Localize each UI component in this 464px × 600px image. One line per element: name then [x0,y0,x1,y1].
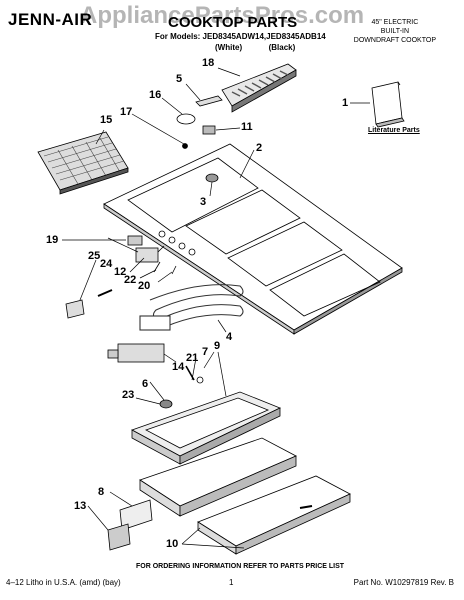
callout-9: 9 [214,340,221,352]
color-variants: (White) (Black) [215,43,295,52]
callout-24: 24 [100,258,113,270]
callout-8: 8 [98,486,105,498]
callout-7: 7 [202,346,209,358]
page-title: COOKTOP PARTS [168,14,298,31]
callout-15: 15 [100,114,113,126]
page-number: 1 [229,578,234,587]
callout-21: 21 [186,352,199,364]
part-number: Part No. W10297819 Rev. B [353,578,454,587]
callout-2: 2 [256,142,263,154]
variant-white: (White) [215,43,243,52]
variant-black: (Black) [268,43,296,52]
vent-grille-drawing [221,63,297,113]
brand-logo: JENN-AIR [8,10,93,29]
callout-5: 5 [176,73,183,85]
callout-23: 23 [122,389,135,401]
drip-pan-drawing [131,391,281,465]
callout-13: 13 [74,500,87,512]
callout-14: 14 [172,361,185,373]
product-line-2: BUILT-IN [380,28,410,35]
product-description: 45" ELECTRIC BUILT-IN DOWNDRAFT COOKTOP [354,18,436,45]
callout-6: 6 [142,378,149,390]
callout-18: 18 [202,57,215,69]
models-line: For Models: JED8345ADW14,JED8345ADB14 [155,32,326,41]
callout-17: 17 [120,106,133,118]
callout-16: 16 [149,89,162,101]
bracket-parts-drawing [107,499,153,551]
small-parts-drawing [176,95,223,149]
literature-parts-label: Literature Parts [368,127,420,134]
watermark: AppliancePartsPros.com [80,2,365,29]
callout-22: 22 [124,274,137,286]
cooktop-glass-drawing [103,143,403,335]
product-line-1: 45" ELECTRIC [371,19,419,26]
leader-lines [62,67,370,549]
callout-25: 25 [88,250,101,262]
ordering-note: FOR ORDERING INFORMATION REFER TO PARTS … [136,563,345,570]
callout-20: 20 [138,280,151,292]
print-info: 4–12 Litho in U.S.A. (amd) (bay) [6,578,121,587]
callout-1: 1 [342,97,349,109]
callout-3: 3 [200,196,207,208]
callout-12: 12 [114,266,127,278]
product-line-3: DOWNDRAFT COOKTOP [353,37,436,44]
callout-11: 11 [241,121,253,133]
grease-filter-drawing [37,131,129,195]
callout-4: 4 [226,331,233,343]
switch-parts-drawing [65,235,177,319]
callout-10: 10 [166,538,179,550]
heating-element-drawing [139,284,244,331]
collection-tray-drawing [139,437,351,555]
callout-19: 19 [46,234,59,246]
literature-booklet-drawing [371,81,405,128]
